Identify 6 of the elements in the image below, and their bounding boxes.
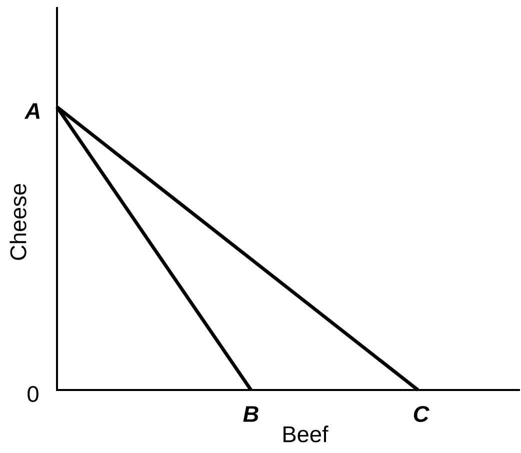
axis-label: Cheese: [10, 184, 26, 260]
point-label: B: [243, 406, 258, 422]
point-label: A: [24, 103, 40, 119]
point-label: C: [414, 406, 430, 422]
origin-label: 0: [28, 386, 38, 402]
axis-label: Beef: [284, 426, 328, 442]
